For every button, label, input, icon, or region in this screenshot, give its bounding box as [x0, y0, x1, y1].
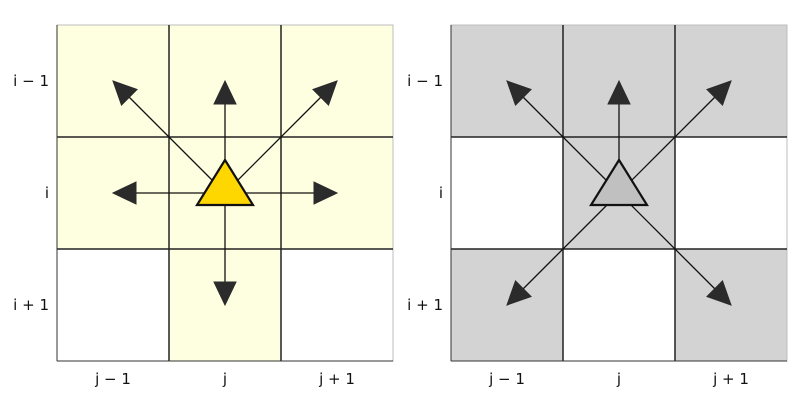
column-label: j − 1 [94, 370, 131, 388]
arrow-shaft [522, 96, 620, 194]
panel-right: i − 1 i i + 1 j − 1 j j + 1 [407, 24, 788, 388]
row-label: i [439, 184, 443, 202]
column-label: j − 1 [488, 370, 525, 388]
arrow-shaft [618, 192, 716, 290]
arrowhead-icon [213, 79, 237, 105]
arrow-shaft [128, 96, 226, 194]
arrow [618, 80, 732, 194]
arrowhead-icon [112, 80, 138, 106]
row-label: i − 1 [407, 72, 443, 90]
arrowhead-icon [213, 281, 237, 307]
column-label: j [616, 370, 621, 388]
arrow-shaft [224, 96, 322, 194]
grid-cell [563, 249, 675, 361]
arrowhead-icon [607, 79, 631, 105]
row-label: i [45, 184, 49, 202]
row-label: i − 1 [13, 72, 49, 90]
row-label: i + 1 [407, 296, 443, 314]
arrowhead-icon [706, 80, 732, 106]
column-label: j + 1 [318, 370, 355, 388]
row-label: i + 1 [13, 296, 49, 314]
arrow-shaft [618, 96, 716, 194]
column-label: j [222, 370, 227, 388]
arrow [618, 192, 732, 306]
arrowhead-icon [312, 80, 338, 106]
grid-cell [675, 137, 787, 249]
arrow [506, 192, 620, 306]
arrowhead-icon [506, 280, 532, 306]
triangle-marker-icon [589, 157, 649, 207]
arrow [112, 80, 226, 194]
arrowhead-icon [506, 80, 532, 106]
arrow [224, 80, 338, 194]
panel-left: i − 1 i i + 1 j − 1 j j + 1 [13, 24, 394, 388]
grid-cell [281, 249, 393, 361]
arrow [213, 193, 237, 307]
arrowhead-icon [111, 181, 137, 205]
grid-cell [451, 137, 563, 249]
column-label: j + 1 [712, 370, 749, 388]
grid-cell [57, 249, 169, 361]
triangle-marker-icon [195, 157, 255, 207]
arrowhead-icon [313, 181, 339, 205]
arrow-shaft [522, 192, 620, 290]
arrow [506, 80, 620, 194]
arrowhead-icon [706, 280, 732, 306]
